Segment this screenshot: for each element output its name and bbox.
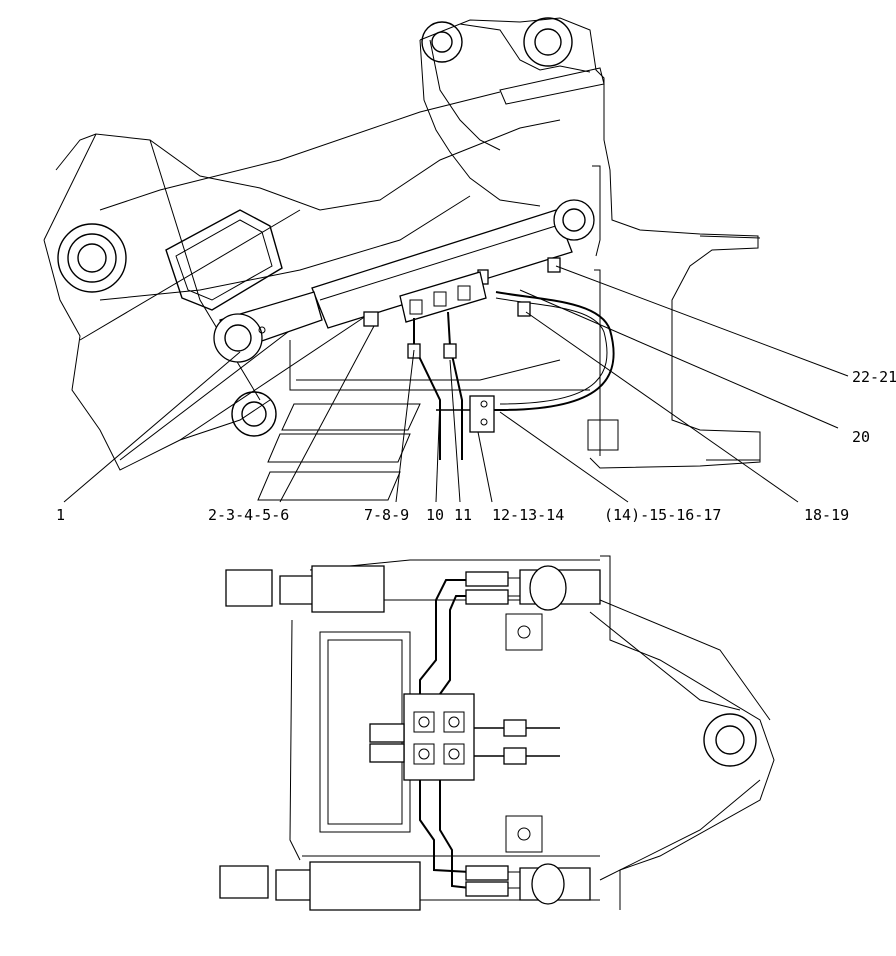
control-valve — [369, 693, 560, 781]
hose-lines-lower — [419, 571, 520, 897]
callout-20: 20 — [852, 428, 870, 446]
hose-lines-upper — [407, 291, 615, 460]
callout-10: 10 — [426, 506, 444, 524]
boom-frame — [43, 17, 761, 501]
callout-18-19: 18-19 — [804, 506, 849, 524]
callout-14-17: (14)-15-16-17 — [604, 506, 721, 524]
callout-12-14: 12-13-14 — [492, 506, 564, 524]
lift-cylinder — [213, 199, 595, 363]
callout-7-9: 7-8-9 — [364, 506, 409, 524]
callout-labels: 1 2-3-4-5-6 7-8-9 10 11 12-13-14 (14)-15… — [56, 368, 896, 524]
callout-1: 1 — [56, 506, 65, 524]
leader-lines — [63, 265, 849, 503]
callout-22-21: 22-21 — [852, 368, 896, 386]
callout-11: 11 — [454, 506, 472, 524]
lower-cylinder-bottom — [219, 861, 591, 911]
lower-cylinder-top — [225, 565, 601, 613]
callout-2-6: 2-3-4-5-6 — [208, 506, 289, 524]
